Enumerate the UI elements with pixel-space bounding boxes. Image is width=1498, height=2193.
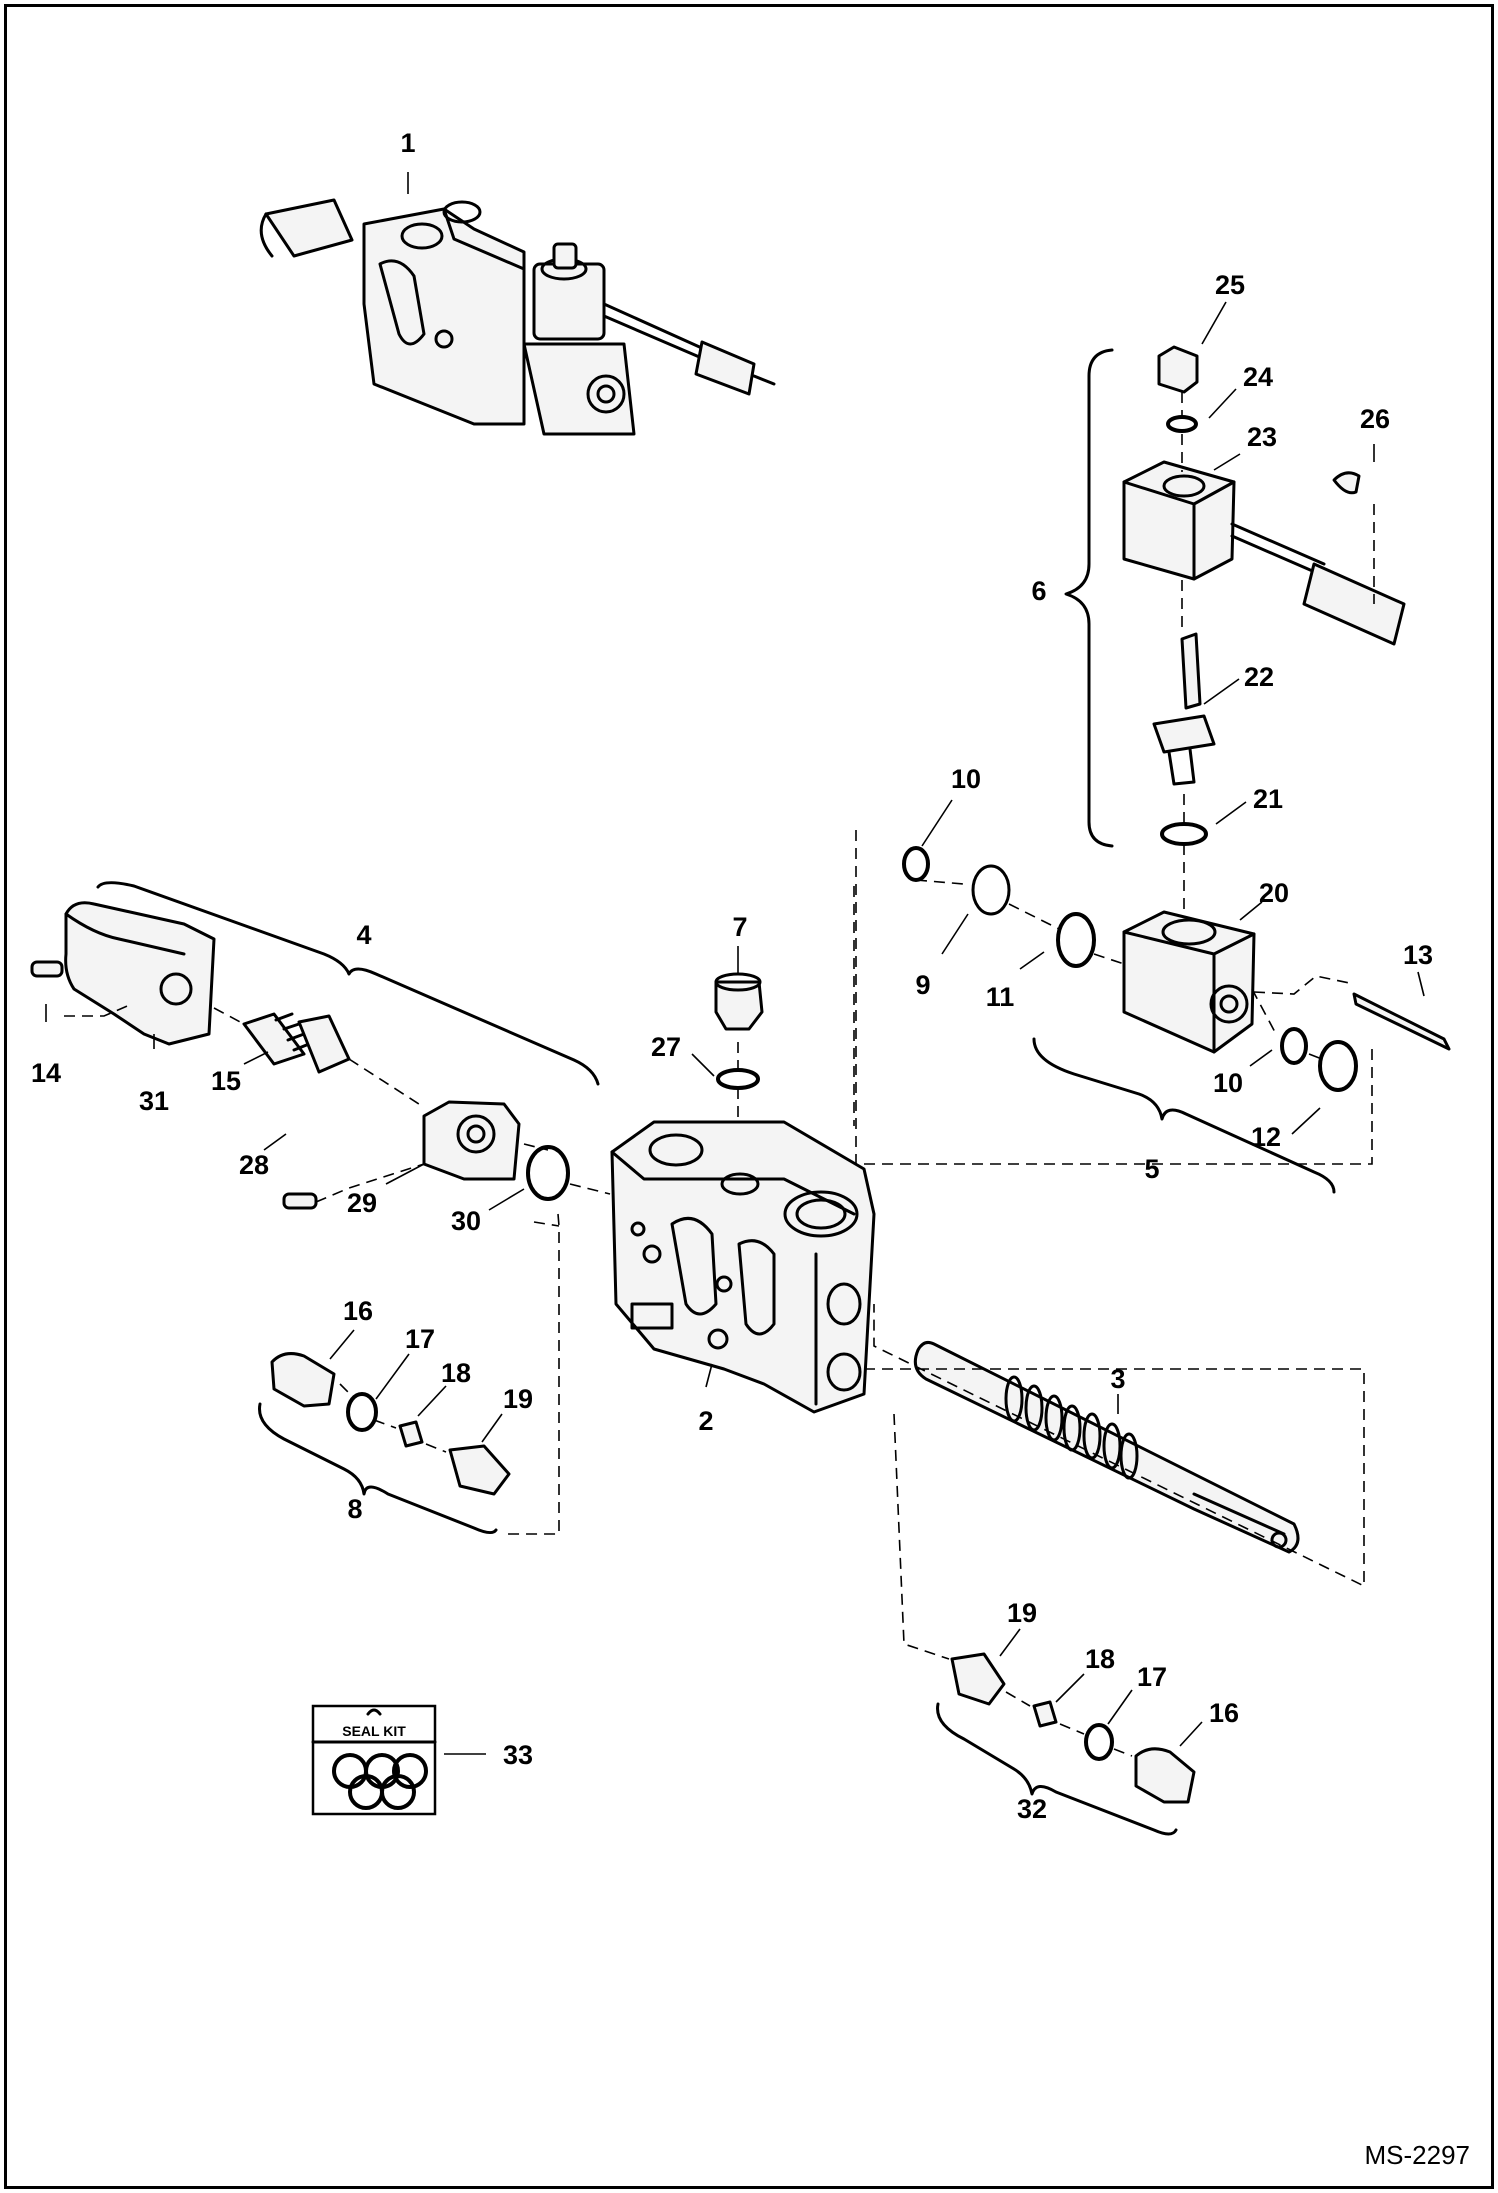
diagram-frame: SEAL KIT bbox=[4, 4, 1494, 2189]
callout-19-right: 19 bbox=[1007, 1598, 1037, 1628]
callout-12: 12 bbox=[1251, 1122, 1281, 1152]
leader-lines bbox=[45, 172, 1425, 1747]
seal-kit-label: SEAL KIT bbox=[342, 1723, 406, 1739]
callout-9: 9 bbox=[915, 970, 930, 1000]
callout-28: 28 bbox=[239, 1150, 269, 1180]
callout-29: 29 bbox=[347, 1188, 377, 1218]
callout-33: 33 bbox=[503, 1740, 533, 1770]
callout-11: 11 bbox=[986, 982, 1015, 1012]
callout-17-left: 17 bbox=[405, 1324, 435, 1354]
seal-kit-box: SEAL KIT bbox=[311, 1704, 486, 1816]
plug-and-oring bbox=[714, 972, 764, 1090]
callout-23: 23 bbox=[1247, 422, 1277, 452]
callout-16-left: 16 bbox=[343, 1296, 373, 1326]
assembly-lines bbox=[64, 392, 1375, 1757]
relief-valve-left bbox=[270, 1352, 511, 1496]
callout-30: 30 bbox=[451, 1206, 481, 1236]
callout-13: 13 bbox=[1403, 940, 1433, 970]
callout-21: 21 bbox=[1253, 784, 1283, 814]
callout-31: 31 bbox=[139, 1086, 169, 1116]
group-braces bbox=[96, 348, 1336, 1836]
callout-6: 6 bbox=[1031, 576, 1046, 606]
solenoid-assembly bbox=[1122, 345, 1406, 846]
callout-18-right: 18 bbox=[1085, 1644, 1115, 1674]
callout-19-left: 19 bbox=[503, 1384, 533, 1414]
callout-18-left: 18 bbox=[441, 1358, 471, 1388]
valve-housing bbox=[610, 1120, 876, 1414]
callout-22: 22 bbox=[1244, 662, 1274, 692]
callout-17-right: 17 bbox=[1137, 1662, 1167, 1692]
valve-section-assembly bbox=[259, 198, 776, 436]
callout-14: 14 bbox=[31, 1058, 61, 1088]
callout-32: 32 bbox=[1017, 1794, 1047, 1824]
callout-10-top: 10 bbox=[951, 764, 981, 794]
callout-10-bottom: 10 bbox=[1213, 1068, 1243, 1098]
callout-27: 27 bbox=[651, 1032, 681, 1062]
callout-4: 4 bbox=[356, 920, 371, 950]
callout-2: 2 bbox=[698, 1406, 713, 1436]
relief-valve-right bbox=[950, 1652, 1196, 1804]
callout-3: 3 bbox=[1110, 1364, 1125, 1394]
callout-26: 26 bbox=[1360, 404, 1390, 434]
spool bbox=[913, 1341, 1300, 1554]
spring-cap-kit bbox=[30, 901, 570, 1210]
drawing-number: MS-2297 bbox=[1364, 2140, 1471, 2170]
callout-8: 8 bbox=[347, 1494, 362, 1524]
callout-labels: 1 25 24 26 23 6 22 10 21 20 7 4 13 9 11 … bbox=[31, 128, 1433, 1824]
callout-20: 20 bbox=[1259, 878, 1289, 908]
callout-7: 7 bbox=[732, 912, 747, 942]
callout-24: 24 bbox=[1243, 362, 1273, 392]
callout-5: 5 bbox=[1144, 1154, 1159, 1184]
callout-15: 15 bbox=[211, 1066, 241, 1096]
callout-16-right: 16 bbox=[1209, 1698, 1239, 1728]
solenoid-valve-block bbox=[902, 846, 1451, 1092]
callout-25: 25 bbox=[1215, 270, 1245, 300]
callout-1: 1 bbox=[400, 128, 415, 158]
